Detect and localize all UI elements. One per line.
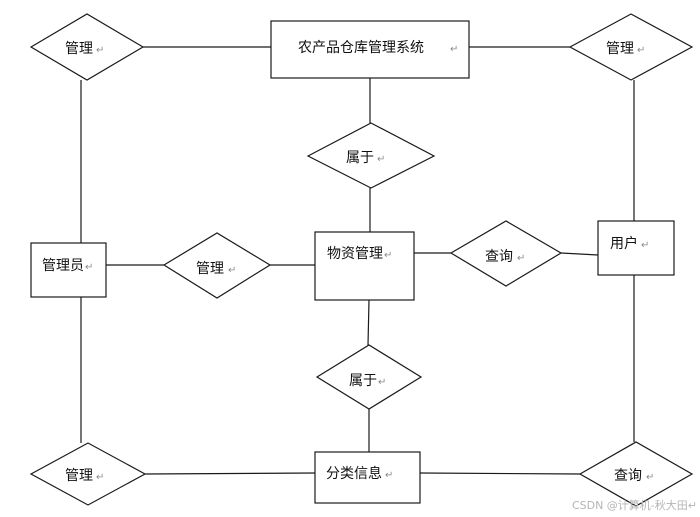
return-mark: ↵ bbox=[377, 154, 385, 165]
entity-system-label: 农产品仓库管理系统 bbox=[298, 40, 424, 56]
return-mark: ↵ bbox=[637, 45, 645, 56]
return-mark: ↵ bbox=[96, 472, 104, 483]
relation-admin-goods-label: 管理 bbox=[196, 261, 224, 277]
connector-lines bbox=[80, 46, 635, 475]
return-mark: ↵ bbox=[85, 262, 93, 273]
entity-user-label: 用户 bbox=[610, 235, 638, 252]
return-mark: ↵ bbox=[384, 250, 392, 261]
entity-category: 分类信息 ↵ bbox=[314, 451, 421, 504]
entity-category-label: 分类信息 bbox=[326, 465, 382, 482]
relation-belong-bottom-label: 属于 bbox=[349, 373, 377, 389]
entity-system: 农产品仓库管理系统 ↵ bbox=[270, 20, 470, 79]
return-mark: ↵ bbox=[450, 44, 458, 55]
return-mark: ↵ bbox=[385, 470, 393, 481]
relation-admin-goods: 管理 ↵ bbox=[162, 232, 272, 299]
relation-bottom-right-label: 查询 bbox=[614, 468, 642, 484]
relation-bottom-left-label: 管理 bbox=[65, 468, 93, 484]
relation-belong-top: 属于 ↵ bbox=[306, 122, 436, 189]
relation-goods-user-label: 查询 bbox=[485, 249, 513, 265]
line-category-to-bottom-right bbox=[419, 472, 581, 475]
relation-top-left-label: 管理 bbox=[65, 41, 93, 57]
return-mark: ↵ bbox=[646, 472, 654, 483]
entity-goods: 物资管理 ↵ bbox=[314, 231, 415, 301]
entity-user: 用户 ↵ bbox=[597, 220, 675, 276]
return-mark: ↵ bbox=[378, 377, 386, 388]
entity-goods-label: 物资管理 bbox=[327, 246, 383, 262]
line-goods-to-belong-bottom bbox=[367, 299, 370, 346]
return-mark: ↵ bbox=[517, 253, 525, 264]
relation-bottom-right: 查询 ↵ bbox=[578, 441, 694, 507]
entity-admin: 管理员 ↵ bbox=[30, 242, 107, 298]
line-query-to-user bbox=[560, 252, 599, 256]
relation-top-right: 管理 ↵ bbox=[568, 13, 694, 81]
relation-top-right-label: 管理 bbox=[606, 41, 634, 57]
relation-top-left: 管理 ↵ bbox=[29, 13, 145, 81]
return-mark: ↵ bbox=[96, 45, 104, 56]
relation-belong-top-label: 属于 bbox=[346, 150, 374, 166]
relation-belong-bottom: 属于 ↵ bbox=[315, 344, 423, 410]
relation-goods-user: 查询 ↵ bbox=[449, 220, 563, 287]
return-mark: ↵ bbox=[228, 265, 236, 276]
line-bottom-left-to-category bbox=[144, 472, 316, 475]
relation-bottom-left: 管理 ↵ bbox=[29, 442, 147, 506]
entity-admin-label: 管理员 bbox=[42, 258, 84, 274]
watermark: CSDN @计算机-秋大田↵ bbox=[572, 498, 697, 512]
return-mark: ↵ bbox=[641, 240, 649, 251]
